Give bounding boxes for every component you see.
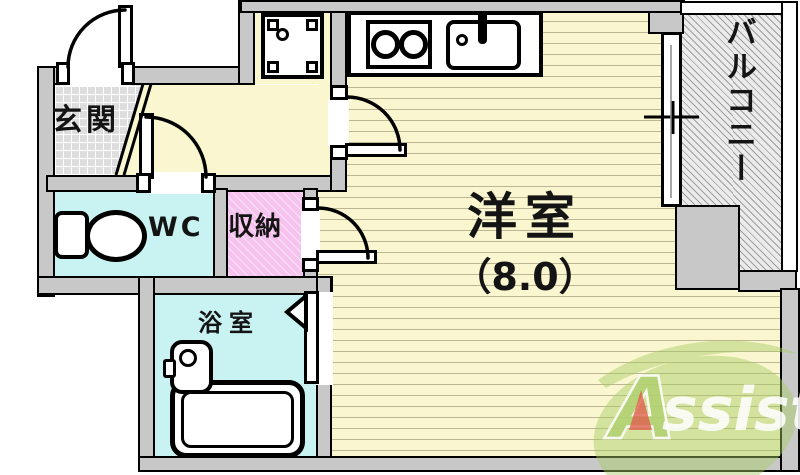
stove-burner bbox=[399, 30, 428, 59]
entrance-door-leaf bbox=[118, 5, 133, 68]
balcony-rail-top bbox=[680, 1, 797, 15]
storage-label: 収納 bbox=[228, 212, 283, 242]
door-bracket bbox=[121, 62, 135, 85]
washer-drain-icon bbox=[276, 28, 289, 41]
entrance-door-arc bbox=[66, 8, 127, 69]
wall-above-window bbox=[648, 11, 684, 34]
wall-wc-bottom bbox=[37, 276, 333, 295]
wall-balcony-bottom bbox=[738, 270, 797, 292]
washbasin-faucet-icon bbox=[179, 349, 197, 367]
sink-faucet-icon bbox=[478, 11, 487, 44]
wall-bath-left bbox=[138, 276, 155, 472]
main-room-size: （8.0） bbox=[453, 255, 597, 299]
hall-door-leaf bbox=[345, 143, 407, 157]
washbasin-tap-icon bbox=[163, 359, 176, 378]
washer-pan-corner bbox=[306, 19, 318, 31]
wall-bottom bbox=[138, 456, 800, 472]
stove-burner bbox=[371, 30, 400, 59]
door-bracket bbox=[330, 85, 348, 100]
entrance-label: 玄関 bbox=[52, 103, 120, 138]
storage-door-opening bbox=[301, 211, 320, 259]
wc-door-opening bbox=[150, 172, 208, 194]
washbasin-icon bbox=[170, 340, 213, 394]
bathtub-inner bbox=[181, 391, 294, 448]
toilet-icon bbox=[85, 210, 147, 262]
bath-door-opening bbox=[316, 292, 333, 385]
washer-pan-corner bbox=[306, 61, 318, 73]
storage-floor bbox=[226, 188, 305, 280]
washer-pan-corner bbox=[267, 61, 279, 73]
balcony-label: バルコニー bbox=[720, 16, 756, 186]
wc-door-leaf bbox=[139, 113, 154, 179]
washer-pan-corner bbox=[267, 19, 279, 31]
wall-wc-storage bbox=[213, 188, 228, 285]
balcony-floor-lower bbox=[733, 13, 781, 273]
bathroom-label: 浴室 bbox=[198, 309, 260, 337]
sink-drain-icon bbox=[456, 34, 468, 46]
door-bracket bbox=[56, 62, 70, 85]
balcony-rail-right bbox=[781, 1, 798, 272]
toilet-tank bbox=[54, 211, 89, 259]
main-room-label: 洋室 bbox=[467, 188, 583, 246]
door-bracket bbox=[136, 173, 151, 193]
door-bracket bbox=[302, 258, 319, 272]
toilet-label: WC bbox=[148, 212, 204, 243]
storage-door-leaf bbox=[316, 250, 377, 264]
door-bracket bbox=[302, 197, 319, 211]
door-bracket bbox=[201, 173, 216, 193]
bath-door-leaf bbox=[304, 291, 319, 384]
sliding-window-icon bbox=[661, 32, 682, 207]
wall-right-lower bbox=[780, 288, 800, 472]
hall-door-opening bbox=[328, 99, 349, 146]
wall-balcony-step bbox=[675, 205, 740, 290]
door-bracket bbox=[330, 145, 348, 160]
